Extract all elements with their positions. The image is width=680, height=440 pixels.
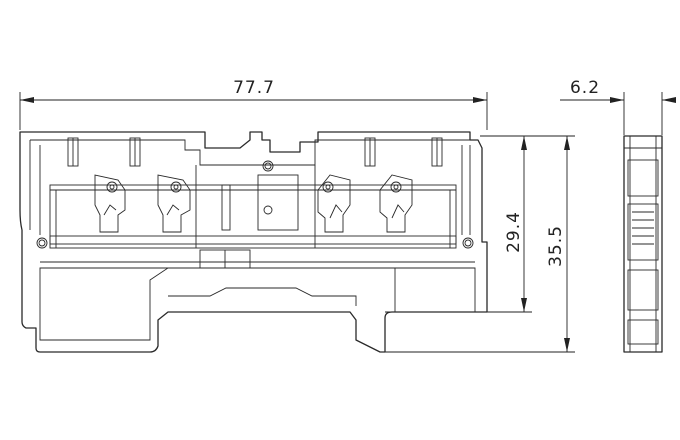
dimension-depth: 6.2 <box>560 78 676 135</box>
dimension-label-depth: 6.2 <box>570 78 600 98</box>
spring-clamp-2 <box>157 174 191 233</box>
spring-clamp-3 <box>317 174 351 233</box>
terminal-block-side-view <box>623 135 663 353</box>
dimension-label-overall-width: 77.7 <box>233 78 275 98</box>
dimension-height-inner: 29.4 <box>385 135 532 313</box>
dimension-label-height-overall: 35.5 <box>546 225 566 267</box>
spring-clamp-4 <box>379 174 413 233</box>
dimension-overall-width: 77.7 <box>19 78 488 130</box>
spring-clamp-1 <box>94 174 126 233</box>
terminal-block-front-view <box>19 131 488 353</box>
dimension-height-overall: 35.5 <box>380 135 575 353</box>
dimension-label-height-inner: 29.4 <box>504 211 524 253</box>
